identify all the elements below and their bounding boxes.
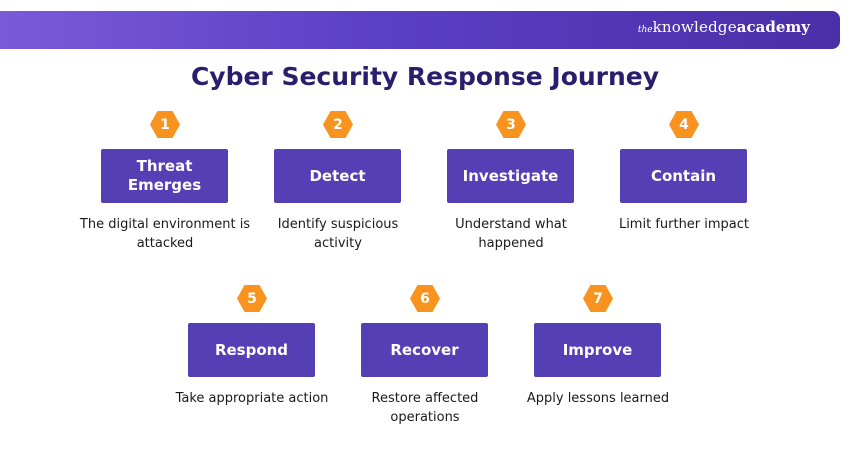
brand-suffix: academy: [736, 18, 810, 36]
step-number-badge: 5: [237, 285, 267, 312]
step-number-badge: 3: [496, 111, 526, 138]
step-number-badge: 2: [323, 111, 353, 138]
step-number-badge: 1: [150, 111, 180, 138]
step-description: Identify suspicious activity: [277, 217, 399, 251]
step-number-badge: 4: [669, 111, 699, 138]
header-banner: [0, 11, 840, 49]
step-number-badge: 6: [410, 285, 440, 312]
step-label-box: Contain: [620, 149, 747, 203]
step-label-box: Threat Emerges: [101, 149, 228, 203]
step-description: Limit further impact: [618, 217, 750, 232]
brand-name: knowledge: [652, 18, 737, 36]
step-label-box: Investigate: [447, 149, 574, 203]
step-description: Restore affected operations: [371, 391, 479, 425]
step-label-box: Detect: [274, 149, 401, 203]
step-number-badge: 7: [583, 285, 613, 312]
step-label-box: Improve: [534, 323, 661, 377]
brand-logo: theknowledgeacademy: [638, 20, 810, 35]
brand-prefix: the: [637, 25, 653, 35]
step-description: The digital environment is attacked: [79, 217, 251, 251]
step-description: Understand what happened: [455, 217, 567, 251]
page-title: Cyber Security Response Journey: [190, 62, 660, 91]
step-label-box: Respond: [188, 323, 315, 377]
step-label-box: Recover: [361, 323, 488, 377]
step-description: Take appropriate action: [175, 391, 329, 406]
step-description: Apply lessons learned: [526, 391, 670, 406]
